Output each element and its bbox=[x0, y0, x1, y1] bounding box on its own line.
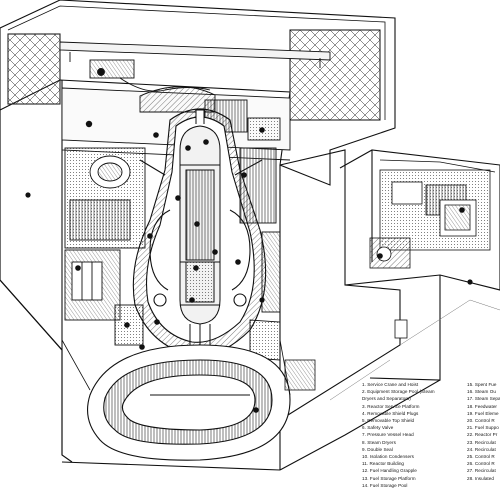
legend-item: 18. Feedwater bbox=[467, 403, 498, 409]
legend-item: 28. Insulated bbox=[467, 475, 494, 481]
legend-item: 22. Reactor Pr bbox=[467, 432, 498, 438]
legend-item: 17. Steam Sepa bbox=[467, 396, 500, 402]
legend-item: 23. Recirculat bbox=[467, 439, 496, 445]
legend-item: 21. Fuel Suppo bbox=[467, 425, 499, 431]
legend-item: 8. Steam Dryers bbox=[362, 439, 396, 445]
legend-item: Dryers and Separators) bbox=[362, 396, 411, 402]
right-floors bbox=[239, 147, 281, 361]
legend-item: 15. Spent Fue bbox=[467, 382, 497, 387]
legend-item: 27. Recirculat bbox=[467, 468, 496, 474]
legend-item: 14. Fuel Storage Pool bbox=[362, 482, 408, 488]
suppression-torus bbox=[87, 344, 291, 461]
legend-item: 9. Double Seal bbox=[362, 446, 393, 452]
legend-item: 20. Control R bbox=[467, 418, 495, 424]
legend-item: 13. Fuel Storage Platform bbox=[362, 475, 416, 481]
legend-item: 7. Pressure Vessel Head bbox=[362, 432, 414, 438]
callout-markers bbox=[25, 68, 473, 413]
legend-item: 1. Service Crane and Hoist bbox=[362, 382, 419, 387]
legend-item: 16. Steam Ou bbox=[467, 389, 496, 395]
legend-item: 24. Recirculat bbox=[467, 446, 496, 452]
legend-item: 19. Fuel Eleme bbox=[467, 410, 499, 416]
legend-left-column: 1. Service Crane and Hoist 2. Equipment S… bbox=[362, 381, 462, 489]
lower-floor bbox=[61, 319, 408, 396]
legend-item: 2. Equipment Storage Pool (Steam bbox=[362, 389, 435, 395]
legend-item: 4. Removable Shield Plugs bbox=[362, 410, 419, 416]
legend-item: 25. Control R bbox=[467, 454, 495, 460]
legend-item: 12. Fuel Handling Grapple bbox=[362, 468, 417, 474]
annex-equipment bbox=[369, 169, 491, 269]
legend-item: 6. Safety Valve bbox=[362, 425, 394, 431]
legend-item: 11. Reactor Building bbox=[362, 461, 405, 467]
left-equipment-room bbox=[64, 147, 146, 346]
legend-item: 5. Removable Top Shield bbox=[362, 418, 415, 424]
legend-item: 10. Isolation Condensers bbox=[362, 454, 415, 460]
reactor-pressure-vessel bbox=[179, 109, 221, 350]
legend-item: 26. Control R bbox=[467, 461, 495, 467]
legend-item: 3. Reactor Service Platform bbox=[362, 403, 420, 409]
service-crane bbox=[59, 41, 331, 92]
foundation-lines bbox=[329, 299, 500, 401]
